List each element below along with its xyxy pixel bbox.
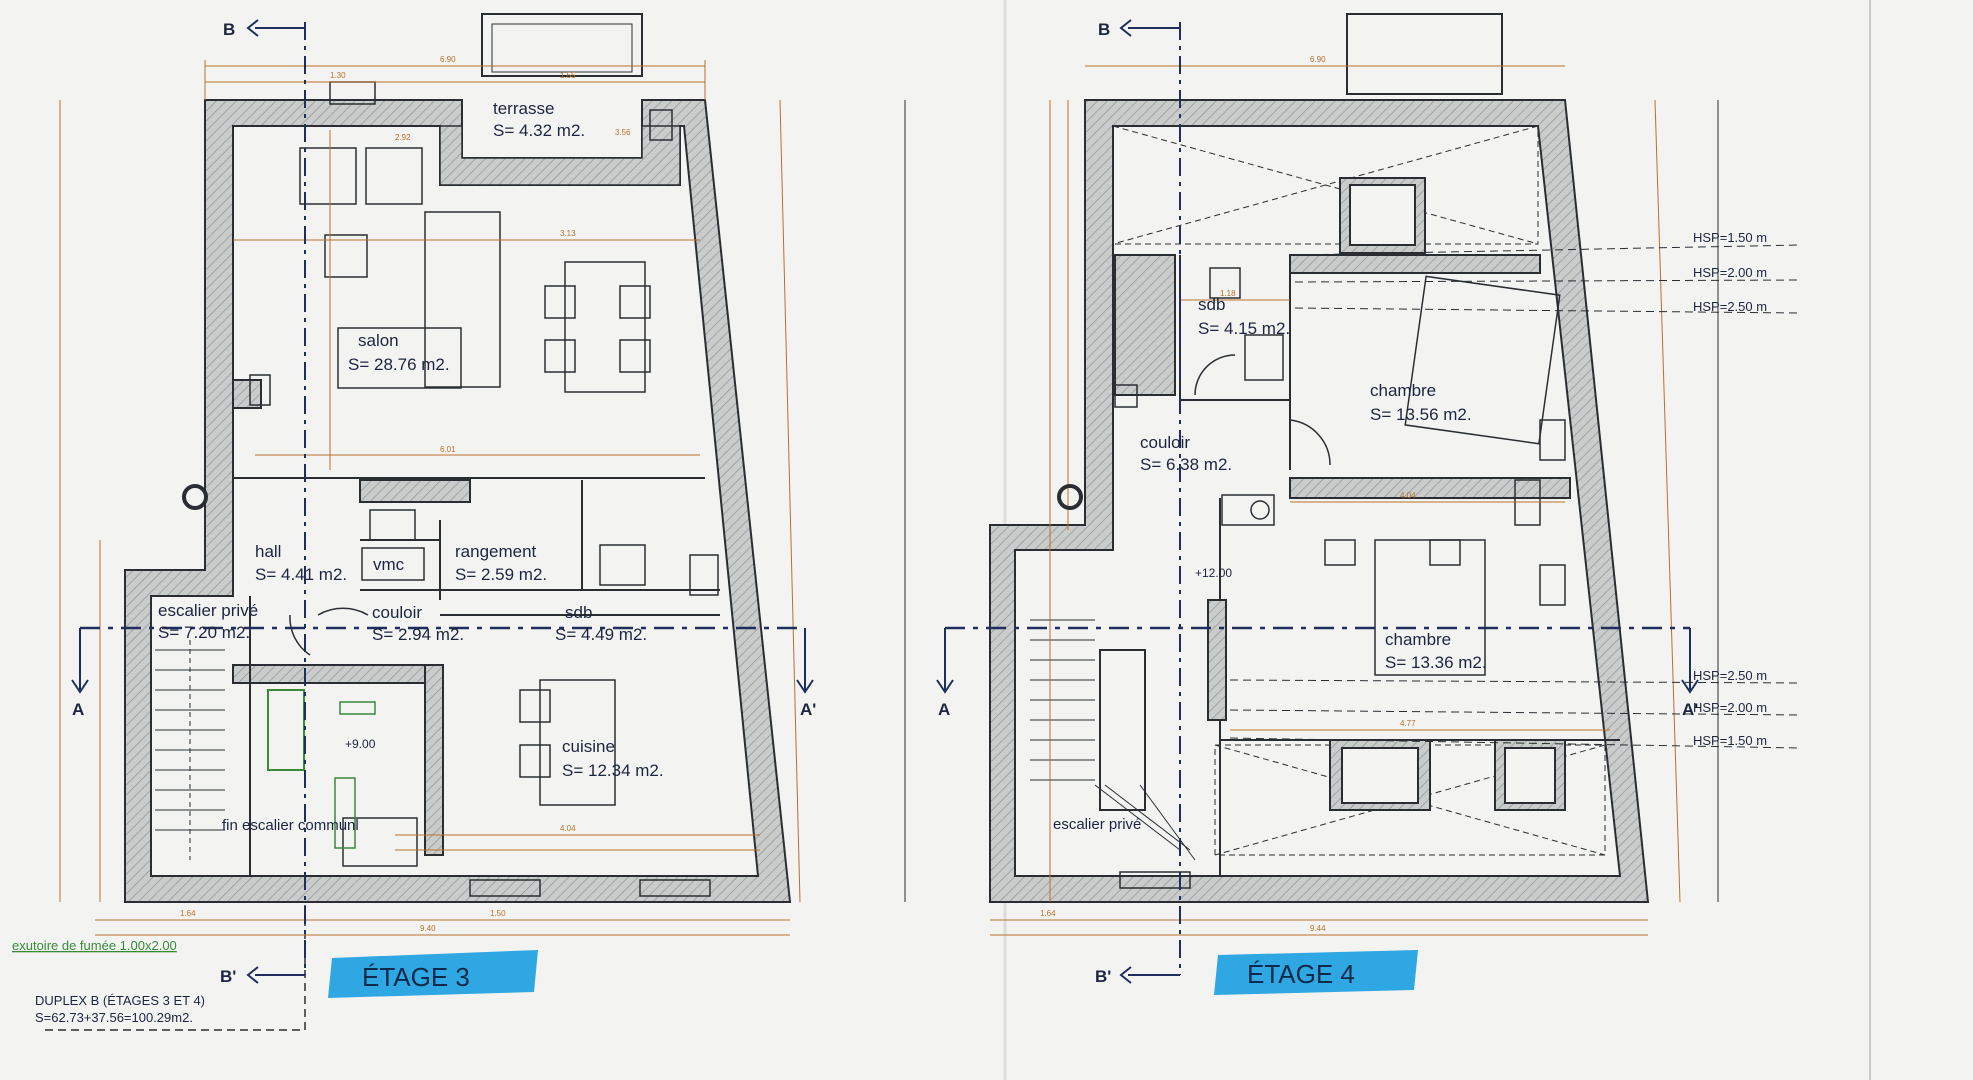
room-area-rangement: S= 2.59 m2.: [455, 565, 547, 584]
private-stair: [155, 640, 225, 860]
cut-label-b-top: B: [1098, 20, 1110, 39]
room-area-cuisine: S= 12.34 m2.: [562, 761, 664, 780]
svg-text:2.92: 2.92: [395, 133, 411, 142]
svg-text:6.90: 6.90: [440, 55, 456, 64]
svg-text:4.04: 4.04: [1400, 491, 1416, 500]
hsp-top-2: HSP=2.00 m: [1693, 265, 1767, 280]
room-area-couloir: S= 6.38 m2.: [1140, 455, 1232, 474]
terrace-railing: [481, 13, 643, 77]
room-name-cuisine: cuisine: [562, 737, 615, 756]
room-area-hall: S= 4.41 m2.: [255, 565, 347, 584]
partitions: [232, 379, 720, 876]
label-fin-escalier-communl: fin escalier communl: [222, 817, 359, 834]
cut-label-b-top: B: [223, 20, 235, 39]
floor-badge-etage-4: ÉTAGE 4: [1214, 950, 1418, 995]
room-area-chambre-2: S= 13.36 m2.: [1385, 653, 1487, 672]
elevation-etage-4: +12.00: [1195, 566, 1232, 580]
cut-label-a-left: A: [938, 700, 950, 719]
svg-text:1.30: 1.30: [330, 71, 346, 80]
room-area-escalier-prive: S= 7.20 m2.: [158, 623, 250, 642]
cut-label-a-right: A': [1682, 700, 1698, 719]
label-escalier-prive: escalier privé: [1053, 816, 1141, 833]
room-name-hall: hall: [255, 542, 281, 561]
room-area-couloir: S= 2.94 m2.: [372, 625, 464, 644]
room-name-couloir: couloir: [1140, 433, 1190, 452]
duplex-note-line2: S=62.73+37.56=100.29m2.: [35, 1010, 193, 1025]
cut-label-a-right: A': [800, 700, 816, 719]
hsp-bottom-3: HSP=1.50 m: [1693, 733, 1767, 748]
room-name-sdb: sdb: [1198, 295, 1225, 314]
room-name-escalier-prive: escalier privé: [158, 601, 258, 620]
hsp-top-3: HSP=2.50 m: [1693, 299, 1767, 314]
floor-badge-label: ÉTAGE 4: [1247, 959, 1355, 989]
floor-plan-etage-3: 6.90 1.30 1.55 9.40 1.64 1.50 3.13 6.01 4.04 2…: [12, 13, 906, 1031]
svg-text:3.13: 3.13: [560, 229, 576, 238]
svg-text:1.18: 1.18: [1220, 289, 1236, 298]
svg-text:4.04: 4.04: [560, 824, 576, 833]
room-name-salon: salon: [358, 331, 399, 350]
room-area-sdb: S= 4.49 m2.: [555, 625, 647, 644]
svg-text:6.01: 6.01: [440, 445, 456, 454]
terrace-wall: [439, 125, 681, 186]
room-name-rangement: rangement: [455, 542, 537, 561]
svg-text:9.44: 9.44: [1310, 924, 1326, 933]
hsp-bottom-1: HSP=2.50 m: [1693, 668, 1767, 683]
floor-badge-etage-3: ÉTAGE 3: [328, 950, 538, 998]
svg-text:4.77: 4.77: [1400, 719, 1416, 728]
svg-text:3.56: 3.56: [615, 128, 631, 137]
room-area-chambre-1: S= 13.56 m2.: [1370, 405, 1472, 424]
svg-text:9.40: 9.40: [420, 924, 436, 933]
exutoire-note: exutoire de fumée 1.00x2.00: [12, 938, 177, 953]
dimension-lines: [990, 65, 1681, 936]
duplex-note-line1: DUPLEX B (ÉTAGES 3 ET 4): [35, 993, 205, 1008]
hsp-lines: [1229, 244, 1801, 749]
room-name-couloir: couloir: [372, 603, 422, 622]
svg-text:1.64: 1.64: [1040, 909, 1056, 918]
svg-text:1.55: 1.55: [560, 71, 576, 80]
furniture: [1114, 267, 1566, 889]
roof-element: [1346, 13, 1503, 95]
shaft-annotation: [267, 689, 305, 771]
room-name-terrasse: terrasse: [493, 99, 554, 118]
room-area-salon: S= 28.76 m2.: [348, 355, 450, 374]
hsp-bottom-2: HSP=2.00 m: [1693, 700, 1767, 715]
room-area-sdb: S= 4.15 m2.: [1198, 319, 1290, 338]
floor-badge-label: ÉTAGE 3: [362, 962, 470, 992]
svg-text:1.50: 1.50: [490, 909, 506, 918]
cut-label-b-bottom: B': [220, 967, 236, 986]
room-name-sdb: sdb: [565, 603, 592, 622]
hsp-top-1: HSP=1.50 m: [1693, 230, 1767, 245]
cut-label-a-left: A: [72, 700, 84, 719]
room-name-chambre-1: chambre: [1370, 381, 1436, 400]
room-name-vmc: vmc: [373, 555, 405, 574]
svg-text:6.90: 6.90: [1310, 55, 1326, 64]
svg-text:1.64: 1.64: [180, 909, 196, 918]
elevation-etage-3: +9.00: [345, 737, 376, 751]
partitions: [1099, 177, 1620, 876]
cut-label-b-bottom: B': [1095, 967, 1111, 986]
private-stair: [1030, 619, 1196, 861]
room-area-terrasse: S= 4.32 m2.: [493, 121, 585, 140]
furniture: [249, 81, 719, 897]
floor-plan-etage-4: 6.90 9.44 1.64 4.04 4.77 1.18 HSP=1.50 m HSP…: [936, 13, 1801, 995]
dimension-lines: [59, 60, 906, 936]
room-name-chambre-2: chambre: [1385, 630, 1451, 649]
